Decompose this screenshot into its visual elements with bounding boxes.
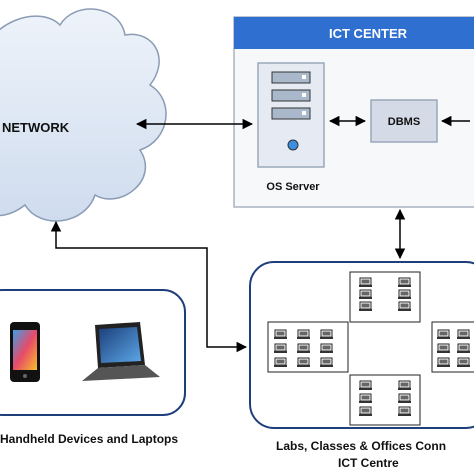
ict-center-title: ICT CENTER	[329, 26, 408, 41]
lab-group-top	[349, 271, 421, 323]
labs-caption-line1: Labs, Classes & Offices Conn	[276, 439, 446, 453]
labs-box	[249, 261, 474, 429]
ict-center-header	[234, 17, 474, 49]
network-cloud: NETWORK	[0, 8, 167, 222]
arrow-labs-network	[50, 220, 248, 353]
labs-caption-line2: ICT Centre	[338, 456, 399, 470]
network-label: NETWORK	[2, 120, 70, 135]
server-label: OS Server	[266, 181, 320, 193]
lab-group-bottom	[349, 374, 421, 426]
laptop-icon	[82, 322, 160, 381]
smartphone-icon	[10, 322, 40, 382]
devices-caption: Handheld Devices and Laptops	[0, 432, 178, 446]
devices-box	[0, 289, 186, 416]
server-icon	[257, 62, 325, 168]
lab-group-left	[267, 321, 349, 373]
dbms-label: DBMS	[388, 116, 420, 128]
lab-group-right	[431, 321, 474, 373]
dbms-box: DBMS	[370, 99, 438, 143]
connection-arrows	[50, 115, 470, 353]
